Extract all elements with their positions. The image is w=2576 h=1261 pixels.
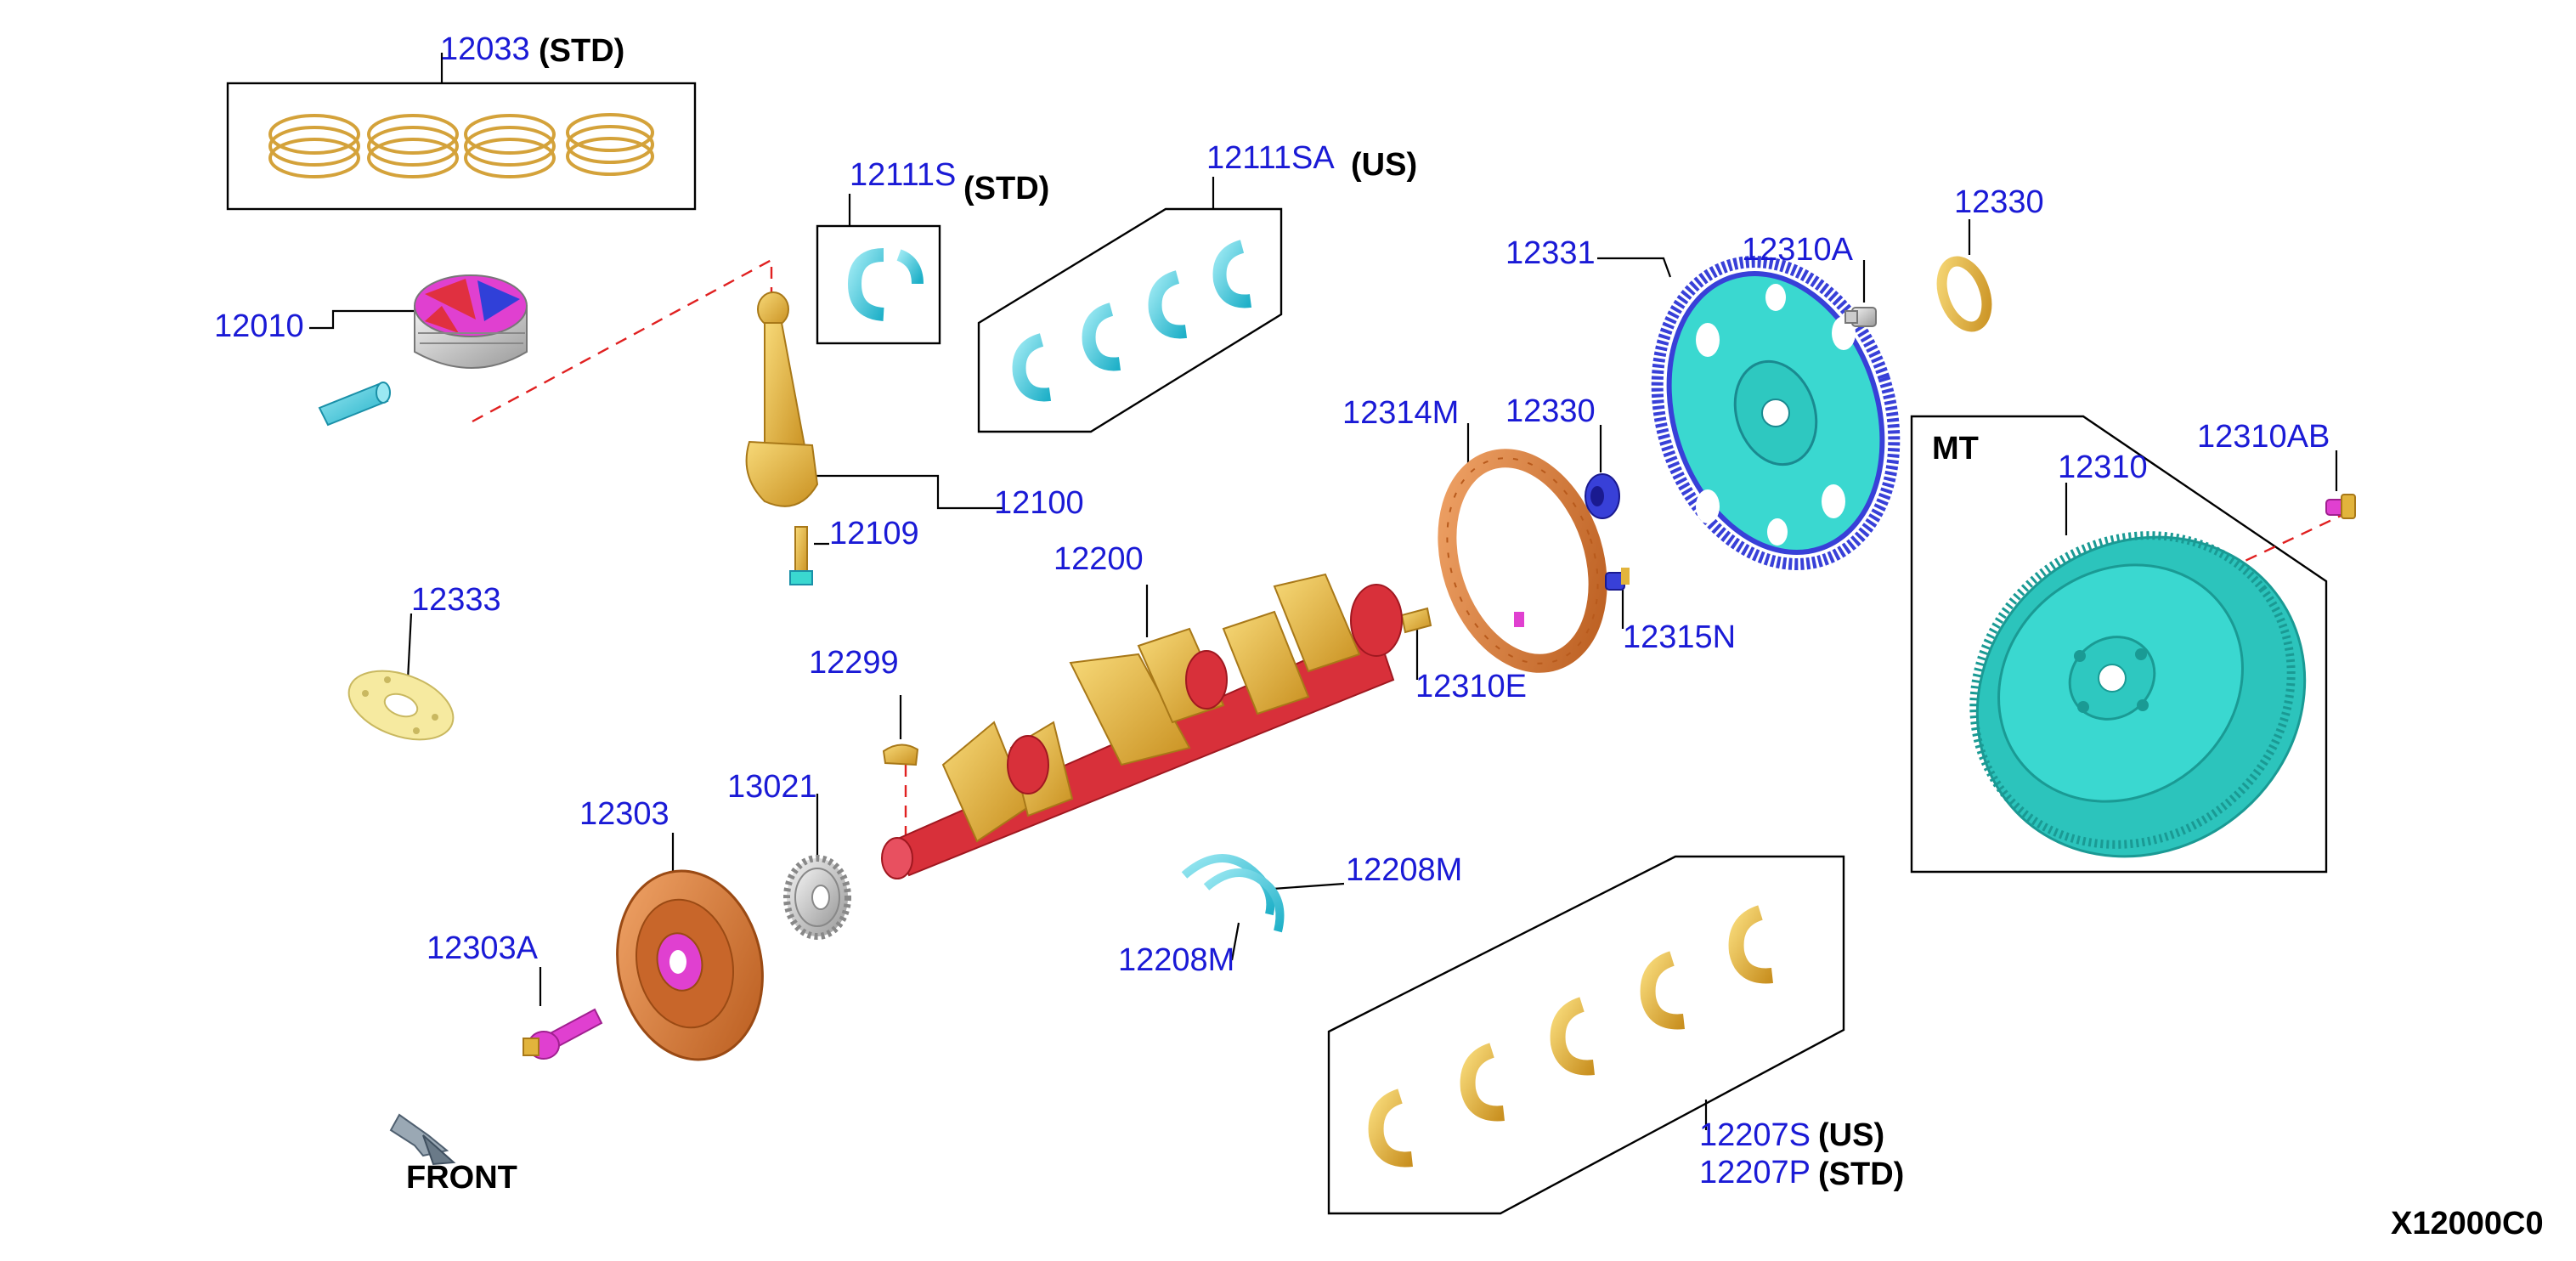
connecting-rod — [745, 291, 819, 507]
leader-12331 — [1597, 257, 1672, 278]
leader-12010 — [309, 309, 415, 330]
connecting-rod-bolt — [789, 526, 813, 585]
qualifier-12111SA: (US) — [1351, 147, 1417, 183]
crank-sprocket — [783, 855, 851, 940]
part-number-12111S[interactable]: 12111S — [850, 157, 956, 193]
part-number-12331[interactable]: 12331 — [1505, 235, 1596, 271]
crankshaft — [881, 573, 1403, 879]
part-number-13021[interactable]: 13021 — [727, 769, 817, 805]
rod-bearing-std — [847, 248, 924, 321]
mt-label: MT — [1932, 431, 1979, 467]
gasket-plate — [347, 670, 455, 741]
dowel-pin-gold — [1400, 607, 1432, 634]
part-number-12310[interactable]: 12310 — [2058, 450, 2148, 485]
main-bearing-set — [1368, 905, 1773, 1168]
rod-bearing-us-frame — [977, 207, 1283, 433]
piston-ring-set-frame — [226, 82, 697, 211]
part-number-12310AB[interactable]: 12310AB — [2197, 419, 2330, 455]
piston-pin — [318, 382, 391, 427]
part-number-12208M-lower[interactable]: 12208M — [1118, 942, 1234, 978]
piston-rod-alignment-line — [472, 257, 773, 423]
qualifier-12207S: (US) — [1818, 1117, 1884, 1153]
leader-12100 — [814, 474, 1003, 510]
pilot-bushing — [1585, 473, 1620, 519]
flywheel-bolt — [2325, 494, 2356, 519]
part-number-12100[interactable]: 12100 — [994, 485, 1084, 521]
piston-ring-3 — [464, 114, 556, 178]
part-number-12010[interactable]: 12010 — [214, 308, 304, 344]
part-number-12315N[interactable]: 12315N — [1623, 619, 1736, 655]
rod-bearing-us-set — [1012, 240, 1252, 402]
part-number-12299[interactable]: 12299 — [809, 645, 899, 681]
part-number-12303[interactable]: 12303 — [579, 796, 669, 832]
dowel-pin-blue — [1605, 568, 1630, 591]
leader-12333 — [406, 613, 413, 681]
leader-12208M-upper — [1272, 882, 1345, 891]
part-number-12310A[interactable]: 12310A — [1742, 232, 1854, 268]
flexplate — [1651, 256, 1901, 570]
qualifier-12033: (STD) — [539, 33, 624, 69]
part-number-12111SA[interactable]: 12111SA — [1206, 140, 1335, 176]
part-number-12314M[interactable]: 12314M — [1342, 395, 1459, 431]
leader-12208M-lower — [1230, 922, 1240, 961]
part-number-12330-top[interactable]: 12330 — [1954, 184, 2044, 220]
rod-bearing-std-frame — [816, 224, 941, 345]
main-bearing-frame — [1327, 855, 1845, 1215]
part-number-12208M-upper[interactable]: 12208M — [1346, 852, 1462, 888]
front-arrow-icon — [389, 1113, 456, 1166]
pulley-bolt — [523, 1008, 603, 1060]
signal-plate — [1438, 449, 1607, 673]
crank-pulley — [616, 869, 764, 1061]
flexplate-bolt — [1844, 307, 1877, 327]
part-number-12310E[interactable]: 12310E — [1415, 669, 1527, 704]
diagram-code: X12000C0 — [2391, 1206, 2544, 1241]
mt-flywheel — [1969, 531, 2307, 858]
qualifier-12111S: (STD) — [963, 171, 1049, 206]
qualifier-12207P: (STD) — [1818, 1156, 1904, 1192]
part-number-12033[interactable]: 12033 — [440, 31, 530, 67]
piston — [414, 274, 528, 369]
piston-ring-2 — [367, 114, 459, 178]
part-number-12200[interactable]: 12200 — [1054, 541, 1144, 577]
part-number-12109[interactable]: 12109 — [829, 516, 919, 551]
piston-ring-4 — [566, 113, 654, 176]
mt-flywheel-frame — [1910, 415, 2328, 874]
part-number-12333[interactable]: 12333 — [411, 582, 501, 618]
part-number-12303A[interactable]: 12303A — [427, 930, 539, 966]
front-label: FRONT — [406, 1160, 517, 1196]
piston-ring-1 — [268, 114, 360, 178]
part-number-12207P[interactable]: 12207P — [1699, 1155, 1811, 1190]
piston-ring-set — [268, 113, 654, 178]
woodruff-key — [882, 744, 919, 766]
spacer-ring-gold — [1936, 256, 1992, 332]
part-number-12207S[interactable]: 12207S — [1699, 1117, 1811, 1153]
part-number-12330-mid[interactable]: 12330 — [1505, 393, 1596, 429]
thrust-washers — [1181, 854, 1285, 933]
